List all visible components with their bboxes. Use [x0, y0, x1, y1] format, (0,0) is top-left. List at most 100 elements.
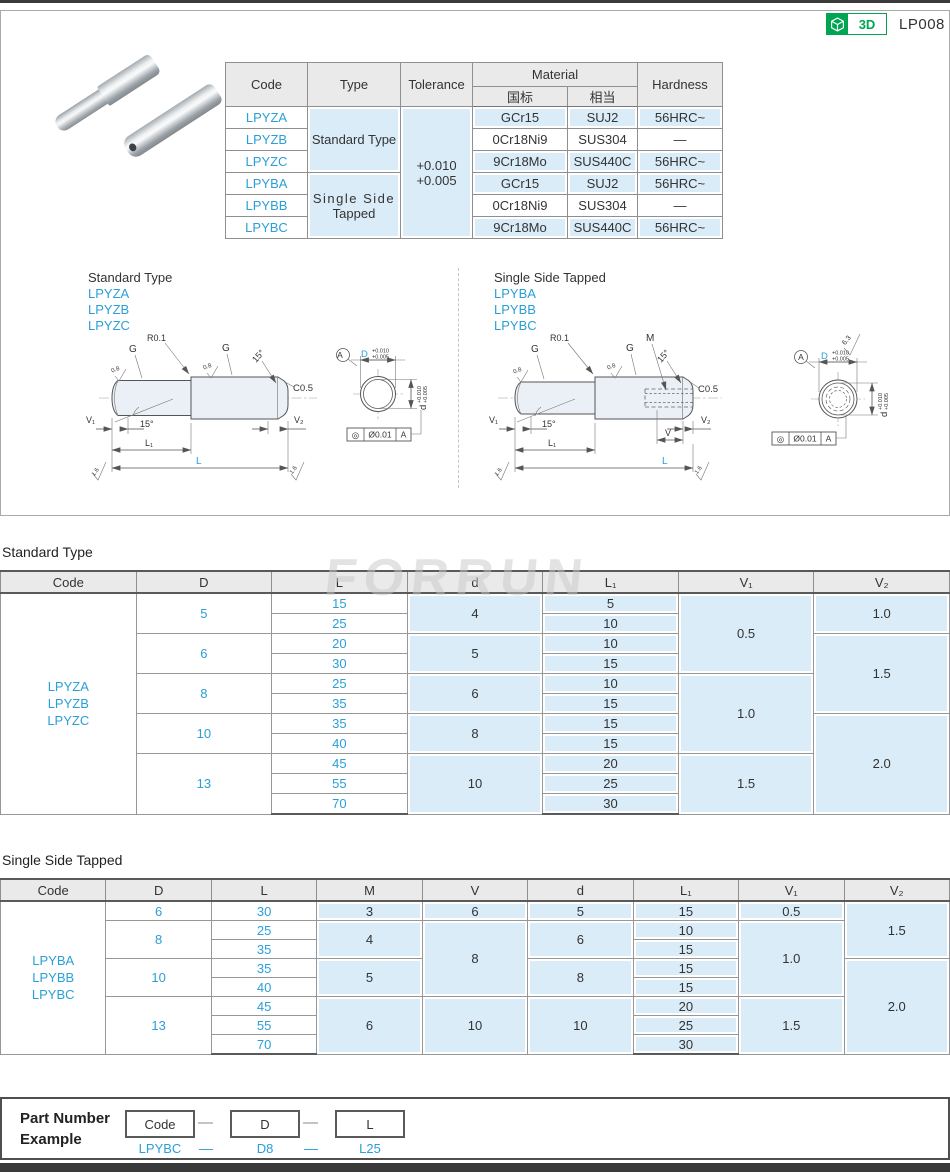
col-header: L₁ [542, 570, 679, 594]
standard-drawing-codes: LPYZA LPYZB LPYZC [88, 286, 130, 334]
roughness-label: 1.6 [694, 465, 704, 476]
col-header: d [406, 570, 544, 594]
roughness-label: 0.8 [607, 363, 618, 372]
col-header: L [271, 570, 408, 594]
cell-L: 15 [271, 592, 408, 614]
grind-label: G [222, 343, 230, 354]
datum-ref: A [826, 434, 832, 444]
end-view [336, 348, 422, 442]
cell-d: 6 [406, 673, 544, 714]
field-code: Code [125, 1110, 195, 1138]
cell-d: 10 [406, 753, 544, 815]
cell-L: 45 [271, 753, 408, 774]
annotation-leaders [114, 342, 295, 388]
cell-V1: 1.0 [677, 673, 815, 754]
cell-L: 40 [210, 977, 318, 997]
badge-3d-label: 3D [848, 13, 887, 35]
product-code: LP008 [899, 15, 945, 33]
separator: — [198, 1114, 213, 1131]
col-header: M [316, 878, 423, 902]
concentricity-icon: ◎ [352, 430, 359, 440]
roughness-label: 0.8 [203, 363, 214, 372]
cell-M: 4 [316, 920, 423, 959]
spec-header-type: Type [307, 62, 401, 107]
cell-V2: 1.5 [843, 900, 950, 959]
code-link: LPYBA [32, 953, 75, 969]
spec-hardness: — [637, 194, 723, 217]
diameter-d-group: d +0.010 +0.005 [417, 386, 429, 410]
cell-M: 5 [316, 958, 423, 997]
tapped-drawing-title: Single Side Tapped [494, 270, 606, 285]
tolerance-lower: +0.005 [832, 357, 849, 363]
label-line: Part Number [20, 1110, 111, 1127]
code-link: LPYBC [31, 987, 75, 1003]
col-header: d [527, 878, 634, 902]
cell-D: 10 [135, 713, 273, 754]
l1-label: L₁ [548, 438, 556, 448]
datum-label: A [798, 352, 804, 362]
cell-D: 8 [105, 920, 212, 959]
chamfer-label: C0.5 [293, 383, 313, 394]
code-link: LPYZC [88, 318, 130, 333]
cell-L: 25 [271, 613, 408, 634]
l-label: L [196, 456, 202, 467]
roughness-label: 1.6 [289, 465, 299, 476]
spec-code: LPYZB [225, 128, 308, 151]
diameter-d-group: d +0.010 +0.005 [878, 393, 890, 417]
cell-L1: 15 [542, 713, 679, 734]
tolerance-lower: +0.005 [423, 386, 429, 403]
cell-D: 6 [105, 900, 212, 921]
cell-L1: 25 [632, 1015, 740, 1035]
cell-L1: 10 [632, 920, 740, 940]
cell-V1: 1.0 [738, 920, 845, 997]
col-header: V [421, 878, 529, 902]
tolerance-line: +0.010 [416, 157, 457, 173]
tapped-dimension-table: Code D L M V d L₁ V₁ V₂ LPYBA LPYBB LPYB… [0, 878, 950, 1055]
col-header: Code [0, 878, 107, 902]
spec-material-eq: SUJ2 [567, 106, 638, 129]
cell-V2: 1.5 [813, 633, 950, 714]
roughness-label: 1.6 [91, 467, 101, 478]
cell-V: 6 [421, 900, 529, 921]
spec-material-gb: 9Cr18Mo [472, 216, 568, 239]
chamfer-angle-label: 15° [250, 347, 267, 364]
tolerance-upper: +0.010 [372, 349, 389, 355]
cell-L1: 20 [632, 996, 740, 1016]
code-group-cell: LPYBA LPYBB LPYBC [0, 900, 107, 1055]
type-line: Tapped [332, 205, 376, 221]
cell-L: 35 [210, 958, 318, 978]
cell-L: 35 [271, 693, 408, 714]
cell-L1: 15 [632, 900, 740, 921]
tolerance-line: +0.005 [416, 172, 457, 188]
cell-L1: 10 [542, 613, 679, 634]
cell-M: 6 [316, 996, 423, 1055]
field-D: D [230, 1110, 300, 1138]
datum-ref: A [401, 430, 407, 440]
cell-L: 30 [271, 653, 408, 674]
field-L: L [335, 1110, 405, 1138]
cell-L: 25 [271, 673, 408, 694]
cell-L1: 15 [632, 977, 740, 997]
cell-V1: 0.5 [738, 900, 845, 921]
code-link: LPYZC [47, 713, 90, 729]
product-photo [52, 45, 235, 170]
l-label: L [662, 456, 668, 467]
col-header: V₁ [677, 570, 815, 594]
col-header: V₂ [813, 570, 950, 594]
example-D: D8 [256, 1141, 274, 1156]
bottom-bar [0, 1163, 950, 1172]
spec-header-code: Code [225, 62, 308, 107]
cell-V2: 2.0 [843, 958, 950, 1055]
cell-L1: 20 [542, 753, 679, 774]
cell-d: 4 [406, 592, 544, 634]
separator: — [303, 1114, 318, 1131]
cell-L1: 10 [542, 673, 679, 694]
view-3d-button[interactable]: 3D [826, 13, 887, 35]
spec-code: LPYZA [225, 106, 308, 129]
cell-L1: 15 [542, 653, 679, 674]
v2-label: V₂ [701, 415, 711, 425]
pin-tapped-image [120, 82, 224, 161]
spec-material-gb: 0Cr18Ni9 [472, 128, 568, 151]
cell-L1: 15 [632, 939, 740, 959]
cell-L: 40 [271, 733, 408, 754]
